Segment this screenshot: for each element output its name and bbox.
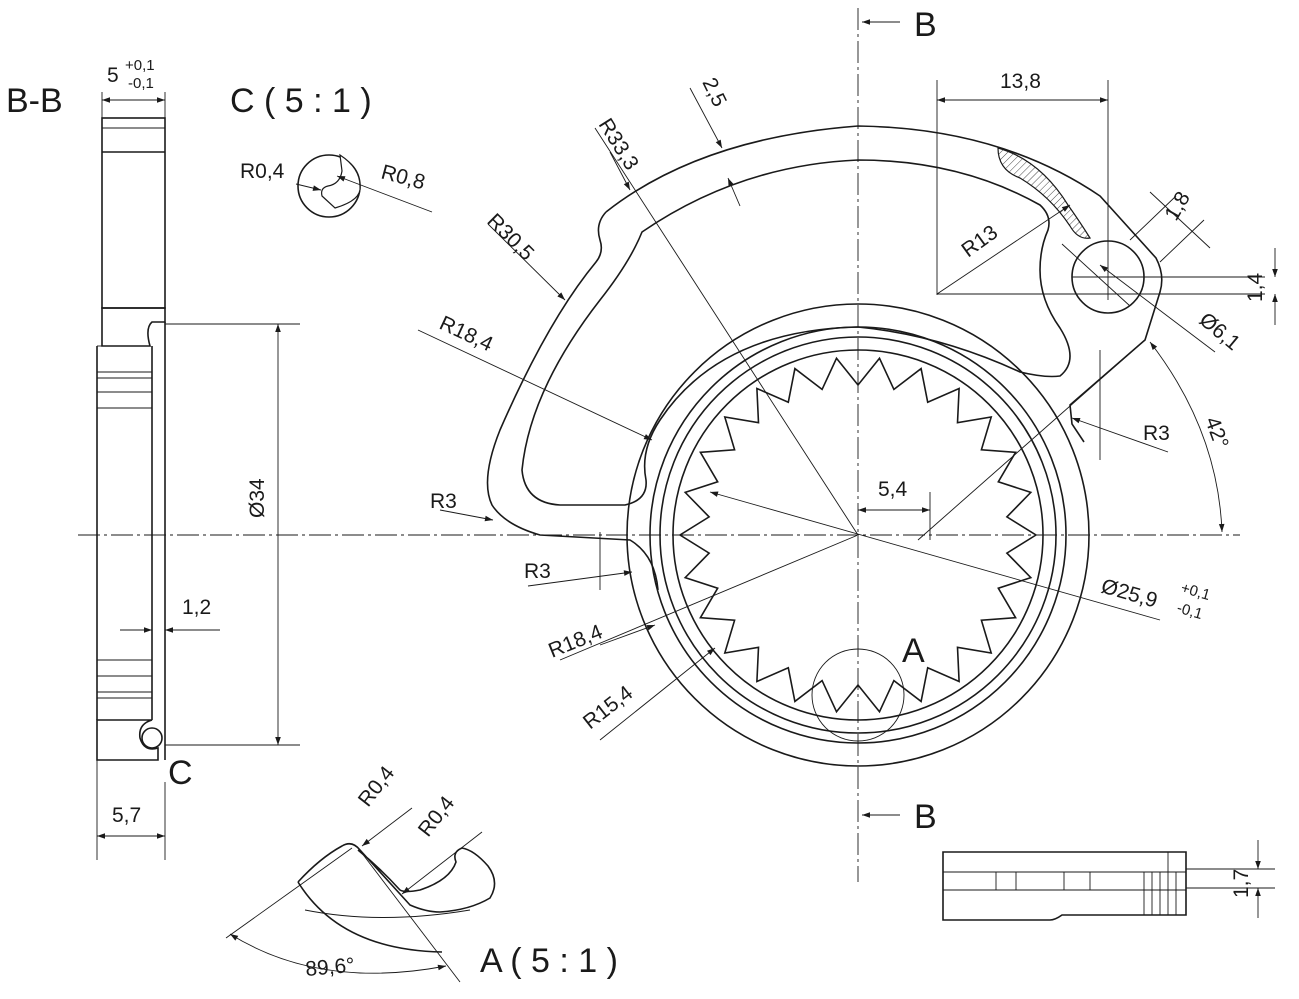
detail-a-tooth-contour — [297, 842, 496, 913]
sector-inner-window — [521, 159, 1071, 506]
mark-a: A — [902, 632, 925, 670]
dim-dia-tol-minus: -0,1 — [1175, 600, 1205, 623]
dim-1-8: 1,8 — [1160, 188, 1195, 225]
dim-r30-5: R30,5 — [482, 209, 538, 265]
dim-a-r04-first: R0,4 — [354, 762, 400, 811]
section-bb-title: B-B — [6, 82, 63, 120]
section-hatch-lower — [96, 719, 159, 761]
dim-width-tol-minus: -0,1 — [128, 75, 154, 92]
detail-a-view: 89,6° R0,4 R0,4 A ( 5 : 1 ) — [225, 762, 618, 983]
hub-circle-r18-4 — [649, 326, 1067, 744]
hub-circle-r15-4 — [672, 349, 1044, 721]
hatched-slot — [997, 147, 1091, 239]
sector-outer-contour — [605, 125, 1163, 443]
dim-dia-34: Ø34 — [246, 478, 269, 518]
dim-r33-3: R33,3 — [594, 114, 643, 174]
detail-c-title: C ( 5 : 1 ) — [230, 82, 372, 120]
groove-c-detail — [141, 727, 163, 749]
dim-offset-5-4: 5,4 — [878, 478, 908, 501]
dim-width-13-8: 13,8 — [1000, 70, 1041, 93]
section-bb-view: B-B 5 +0,1 -0,1 C 1,2 — [6, 57, 300, 860]
dim-angle-89-6: 89,6° — [304, 954, 355, 981]
dim-thickness-2-5: 2,5 — [698, 74, 731, 110]
dim-1-4: 1,4 — [1244, 272, 1267, 302]
dim-r3-right: R3 — [1143, 422, 1170, 445]
dim-angle-42: 42° — [1200, 414, 1232, 452]
dim-r18-4-top: R18,4 — [436, 312, 497, 357]
dim-r13: R13 — [957, 221, 1002, 262]
dim-dia-6-1: Ø6,1 — [1195, 308, 1245, 355]
dim-dia-25-9: Ø25,9 — [1099, 575, 1160, 613]
detail-c-view: C ( 5 : 1 ) R0,4 R0,8 — [230, 82, 433, 218]
section-hatch-ring — [101, 307, 166, 347]
hub-inner-circle — [659, 336, 1057, 734]
dim-width-tol-plus: +0,1 — [125, 57, 155, 74]
dim-r18-4-bottom: R18,4 — [545, 620, 606, 662]
internal-gear-teeth — [678, 356, 1038, 714]
dim-r3-left: R3 — [430, 490, 457, 513]
dim-a-r04-second: R0,4 — [414, 792, 460, 841]
main-view: B B A R33,3 2,5 R30,5 R — [78, 6, 1278, 882]
dim-step-1-2: 1,2 — [182, 596, 211, 619]
dim-r3-lower: R3 — [524, 560, 551, 583]
dim-c-r08: R0,8 — [379, 161, 428, 195]
dim-width-5: 5 — [107, 64, 119, 87]
dim-c-r04: R0,4 — [240, 160, 285, 183]
dim-r15-4: R15,4 — [579, 681, 638, 734]
dim-height-1-7: 1,7 — [1230, 869, 1253, 898]
mark-b-bottom: B — [914, 798, 937, 836]
detail-a-circle — [811, 648, 905, 742]
dim-width-5-7: 5,7 — [112, 804, 141, 827]
sector-left-arm — [486, 211, 659, 591]
outer-ring-circle — [626, 303, 1090, 767]
mark-b-top: B — [914, 6, 937, 44]
section-hatch-upper — [101, 117, 166, 309]
mark-c: C — [168, 754, 193, 792]
detail-a-title: A ( 5 : 1 ) — [480, 942, 618, 980]
side-view: 1,7 — [942, 840, 1275, 921]
